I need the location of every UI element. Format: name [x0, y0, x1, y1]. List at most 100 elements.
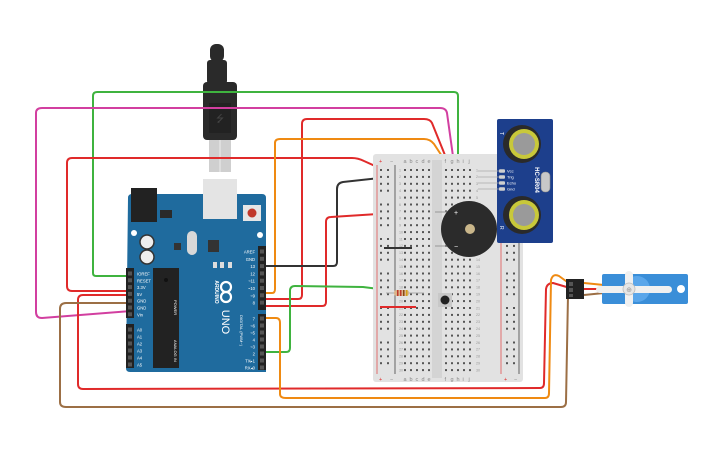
breadboard-hole[interactable]	[463, 320, 465, 323]
rail-hole[interactable]	[380, 293, 382, 296]
breadboard-hole[interactable]	[451, 196, 453, 199]
breadboard-hole[interactable]	[422, 265, 424, 268]
breadboard-hole[interactable]	[451, 313, 453, 316]
breadboard-hole[interactable]	[416, 231, 418, 234]
breadboard-hole[interactable]	[428, 251, 430, 254]
breadboard-hole[interactable]	[404, 175, 406, 178]
breadboard-hole[interactable]	[445, 210, 447, 213]
resistor[interactable]	[386, 290, 424, 296]
rail-hole[interactable]	[506, 251, 508, 254]
breadboard-hole[interactable]	[457, 334, 459, 337]
breadboard-hole[interactable]	[451, 341, 453, 344]
breadboard-hole[interactable]	[445, 307, 447, 309]
rail-hole[interactable]	[380, 238, 382, 240]
breadboard-hole[interactable]	[410, 300, 412, 303]
breadboard-hole[interactable]	[410, 320, 412, 323]
wire-green-button[interactable]	[263, 285, 411, 353]
rail-hole[interactable]	[513, 362, 515, 365]
breadboard-hole[interactable]	[457, 313, 459, 316]
breadboard-hole[interactable]	[445, 182, 447, 185]
rail-hole[interactable]	[387, 210, 389, 213]
breadboard-hole[interactable]	[410, 244, 412, 247]
breadboard-hole[interactable]	[416, 224, 418, 227]
breadboard-hole[interactable]	[457, 320, 459, 323]
breadboard-hole[interactable]	[457, 175, 459, 178]
rail-hole[interactable]	[380, 217, 382, 220]
breadboard-hole[interactable]	[445, 258, 447, 261]
breadboard-hole[interactable]	[469, 369, 471, 372]
breadboard-hole[interactable]	[404, 224, 406, 227]
breadboard-hole[interactable]	[428, 196, 430, 199]
breadboard-hole[interactable]	[457, 369, 459, 372]
rail-hole[interactable]	[506, 293, 508, 296]
breadboard-hole[interactable]	[422, 244, 424, 247]
breadboard-hole[interactable]	[410, 279, 412, 282]
breadboard-hole[interactable]	[422, 203, 424, 206]
breadboard-hole[interactable]	[404, 251, 406, 254]
breadboard-hole[interactable]	[469, 313, 471, 316]
breadboard-hole[interactable]	[469, 327, 471, 330]
rail-hole[interactable]	[513, 258, 515, 261]
breadboard-hole[interactable]	[469, 279, 471, 282]
breadboard-hole[interactable]	[445, 369, 447, 372]
rail-hole[interactable]	[513, 279, 515, 282]
digital-pin[interactable]	[260, 300, 264, 305]
breadboard-hole[interactable]	[457, 362, 459, 365]
micro-servo[interactable]: ⊕	[566, 271, 688, 307]
rail-hole[interactable]	[513, 286, 515, 289]
breadboard-hole[interactable]	[416, 362, 418, 365]
breadboard-hole[interactable]	[457, 293, 459, 296]
breadboard-hole[interactable]	[404, 210, 406, 213]
analog-pin[interactable]	[128, 327, 132, 332]
breadboard-hole[interactable]	[445, 327, 447, 330]
breadboard-hole[interactable]	[445, 196, 447, 199]
breadboard-hole[interactable]	[416, 279, 418, 282]
arduino-uno-board[interactable]: ARDUINO UNO POWER ANALOG IN DIGITAL (PWM…	[126, 179, 266, 378]
power-pin[interactable]	[128, 298, 132, 303]
breadboard-hole[interactable]	[428, 369, 430, 372]
breadboard-hole[interactable]	[404, 189, 406, 192]
breadboard-hole[interactable]	[410, 286, 412, 289]
breadboard-hole[interactable]	[445, 313, 447, 316]
rail-hole[interactable]	[513, 293, 515, 296]
breadboard-hole[interactable]	[422, 327, 424, 330]
breadboard-hole[interactable]	[428, 300, 430, 303]
breadboard-hole[interactable]	[422, 300, 424, 303]
breadboard-hole[interactable]	[404, 217, 406, 220]
breadboard-hole[interactable]	[422, 320, 424, 323]
breadboard-hole[interactable]	[410, 272, 412, 275]
breadboard-hole[interactable]	[469, 293, 471, 296]
breadboard-hole[interactable]	[451, 327, 453, 330]
breadboard-hole[interactable]	[404, 196, 406, 199]
analog-pin[interactable]	[128, 348, 132, 353]
breadboard-hole[interactable]	[416, 244, 418, 247]
rail-hole[interactable]	[380, 341, 382, 344]
breadboard-hole[interactable]	[404, 286, 406, 289]
breadboard-hole[interactable]	[463, 307, 465, 309]
breadboard-hole[interactable]	[410, 355, 412, 358]
breadboard-hole[interactable]	[457, 341, 459, 344]
breadboard-hole[interactable]	[457, 258, 459, 261]
breadboard-hole[interactable]	[463, 369, 465, 372]
breadboard-hole[interactable]	[463, 362, 465, 365]
rail-hole[interactable]	[387, 286, 389, 289]
rail-hole[interactable]	[387, 203, 389, 206]
breadboard-hole[interactable]	[463, 189, 465, 192]
digital-pin[interactable]	[260, 358, 264, 363]
rail-hole[interactable]	[387, 244, 389, 247]
breadboard-hole[interactable]	[463, 175, 465, 178]
breadboard-hole[interactable]	[422, 355, 424, 358]
breadboard-hole[interactable]	[469, 272, 471, 275]
breadboard-hole[interactable]	[410, 169, 412, 171]
breadboard-hole[interactable]	[469, 307, 471, 309]
digital-pin[interactable]	[260, 365, 264, 370]
breadboard-hole[interactable]	[463, 355, 465, 358]
breadboard-hole[interactable]	[404, 362, 406, 365]
breadboard-hole[interactable]	[445, 203, 447, 206]
breadboard-hole[interactable]	[469, 196, 471, 199]
breadboard-hole[interactable]	[422, 293, 424, 296]
breadboard-hole[interactable]	[404, 258, 406, 261]
power-pin[interactable]	[128, 305, 132, 310]
